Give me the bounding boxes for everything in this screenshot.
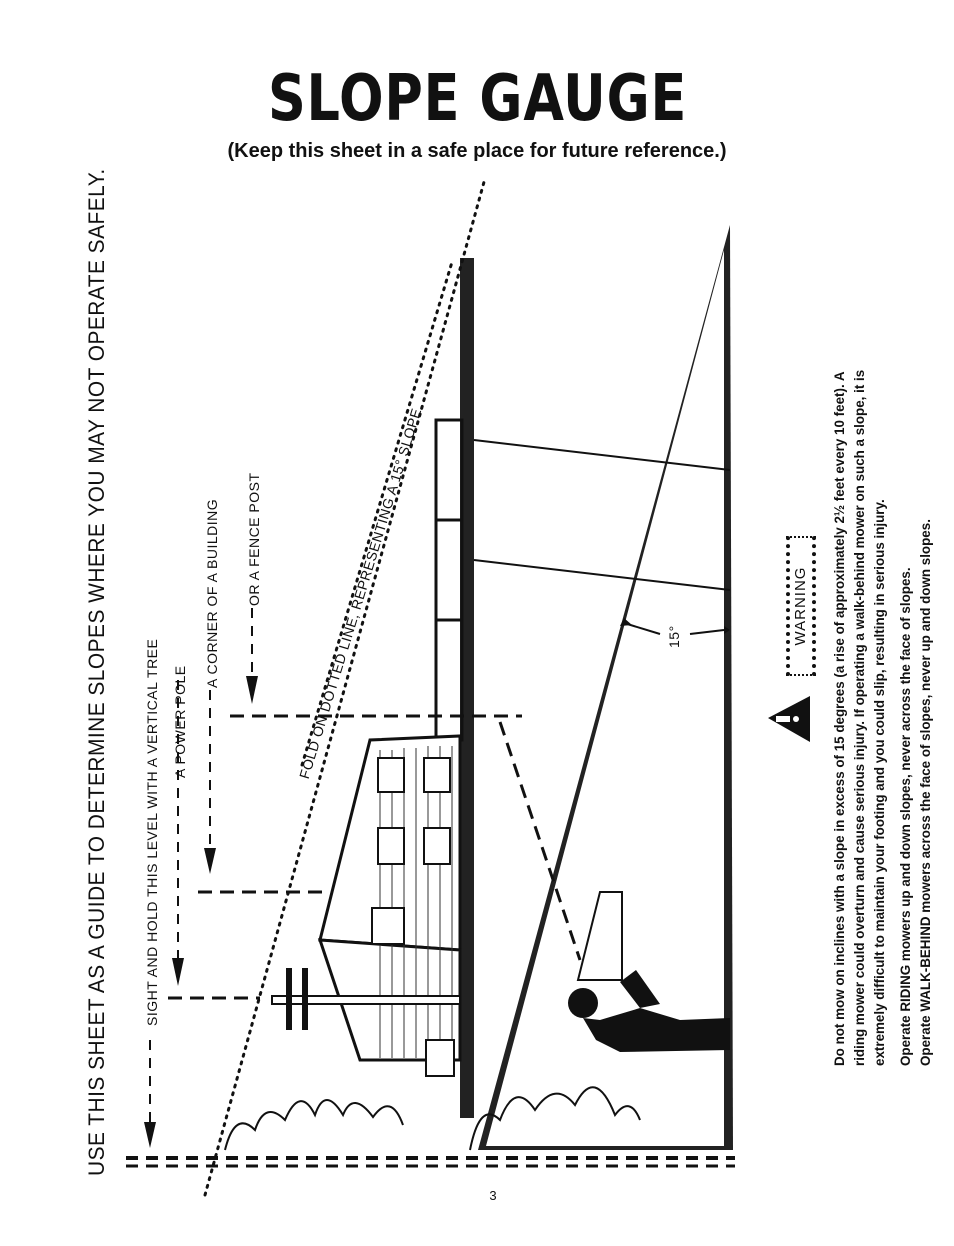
sight-level-tree: SIGHT AND HOLD THIS LEVEL WITH A VERTICA…: [144, 638, 160, 1026]
power-pole-drawing: [271, 968, 461, 1030]
warning-paragraph-line-3: extremely difficult to maintain your foo…: [872, 499, 887, 1066]
warning-paragraph-line-2: riding mower could overturn and cause se…: [852, 369, 867, 1066]
person-silhouette: [568, 891, 730, 1052]
angle-label: 15°: [666, 625, 682, 648]
page-title: SLOPE GAUGE: [267, 62, 688, 136]
fold-dotted-line: [203, 180, 486, 1197]
house-drawing: [317, 734, 462, 1077]
warning-triangle-icon: [768, 696, 810, 742]
riding-mower-rule: Operate RIDING mowers up and down slopes…: [898, 567, 913, 1066]
page-number: 3: [489, 1188, 497, 1203]
slope-guide-instruction: USE THIS SHEET AS A GUIDE TO DETERMINE S…: [84, 168, 109, 1177]
shrubs-drawing: [224, 1086, 641, 1151]
sight-level-fence-post: OR A FENCE POST: [246, 472, 262, 606]
sight-level-pole: A POWER POLE: [172, 665, 188, 778]
page-subtitle: (Keep this sheet in a safe place for fut…: [227, 140, 727, 162]
warning-paragraph-line-1: Do not mow on inclines with a slope in e…: [832, 371, 847, 1066]
sight-level-building: A CORNER OF A BUILDING: [204, 498, 220, 688]
warning-label: WARNING: [786, 536, 816, 676]
walk-behind-mower-rule: Operate WALK-BEHIND mowers across the fa…: [918, 519, 933, 1066]
